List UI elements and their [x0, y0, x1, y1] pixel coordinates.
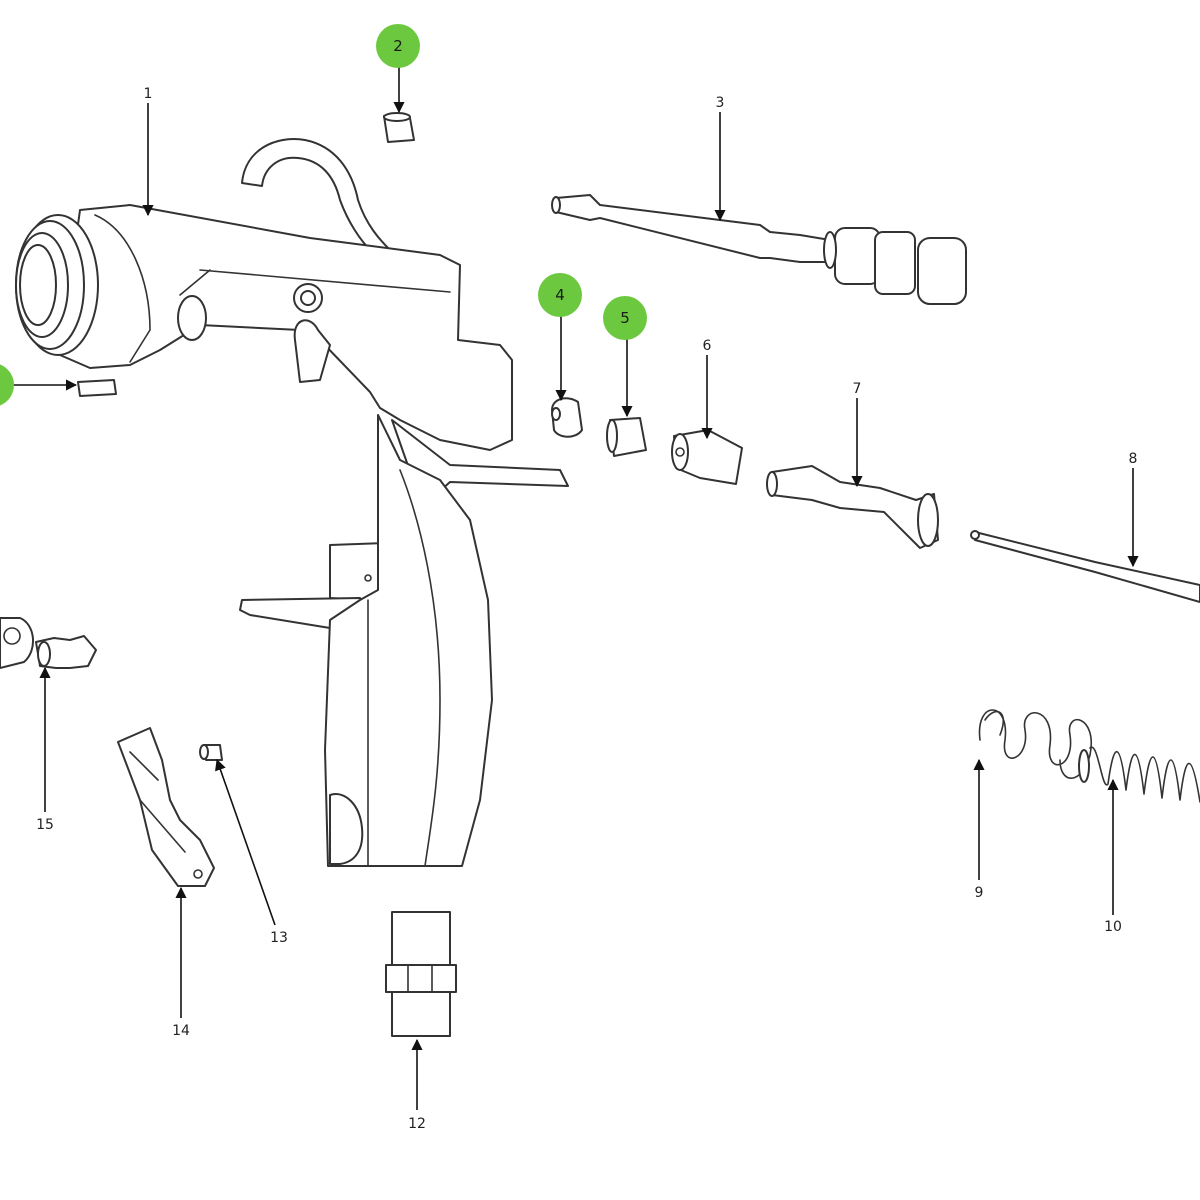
callout-13: 13	[270, 930, 288, 946]
part-7-valve	[766, 465, 939, 549]
part-8-rod	[970, 530, 1200, 603]
callout-4: 4	[555, 286, 565, 304]
badge-unlabeled	[0, 364, 14, 406]
highlight-badges	[0, 24, 647, 406]
callout-9: 9	[975, 885, 984, 901]
part-3-needle-assembly	[551, 194, 967, 305]
callout-14: 14	[172, 1023, 190, 1039]
callout-6: 6	[703, 338, 712, 354]
badge-5	[603, 296, 647, 340]
part-12-nipple	[385, 911, 457, 1037]
callout-7: 7	[853, 381, 862, 397]
badge-2	[376, 24, 420, 68]
part-6-fitting	[671, 429, 743, 485]
callout-12: 12	[408, 1116, 426, 1132]
callout-8: 8	[1129, 451, 1138, 467]
part-14-trigger	[117, 727, 215, 887]
part-15-fitting	[0, 617, 97, 669]
part-2-cap	[383, 112, 415, 143]
part-4-seal	[551, 397, 583, 438]
badge-4	[538, 273, 582, 317]
gun-body-part-1	[15, 138, 569, 867]
callout-5: 5	[620, 309, 630, 327]
part-13-pin	[199, 744, 223, 761]
part-unlabeled-washer	[77, 379, 117, 397]
leader-lines	[8, 66, 1139, 1110]
callout-labels: 1 2 3 4 5 6 7 8 9 10 12 13 14 15	[36, 37, 1137, 1132]
callout-1: 1	[144, 86, 153, 102]
callout-3: 3	[716, 95, 725, 111]
part-9-spring	[978, 709, 1093, 779]
callout-15: 15	[36, 817, 54, 833]
part-10-spring	[1078, 746, 1200, 803]
callout-10: 10	[1104, 919, 1122, 935]
part-5-bushing	[606, 417, 647, 457]
callout-2: 2	[393, 37, 403, 55]
